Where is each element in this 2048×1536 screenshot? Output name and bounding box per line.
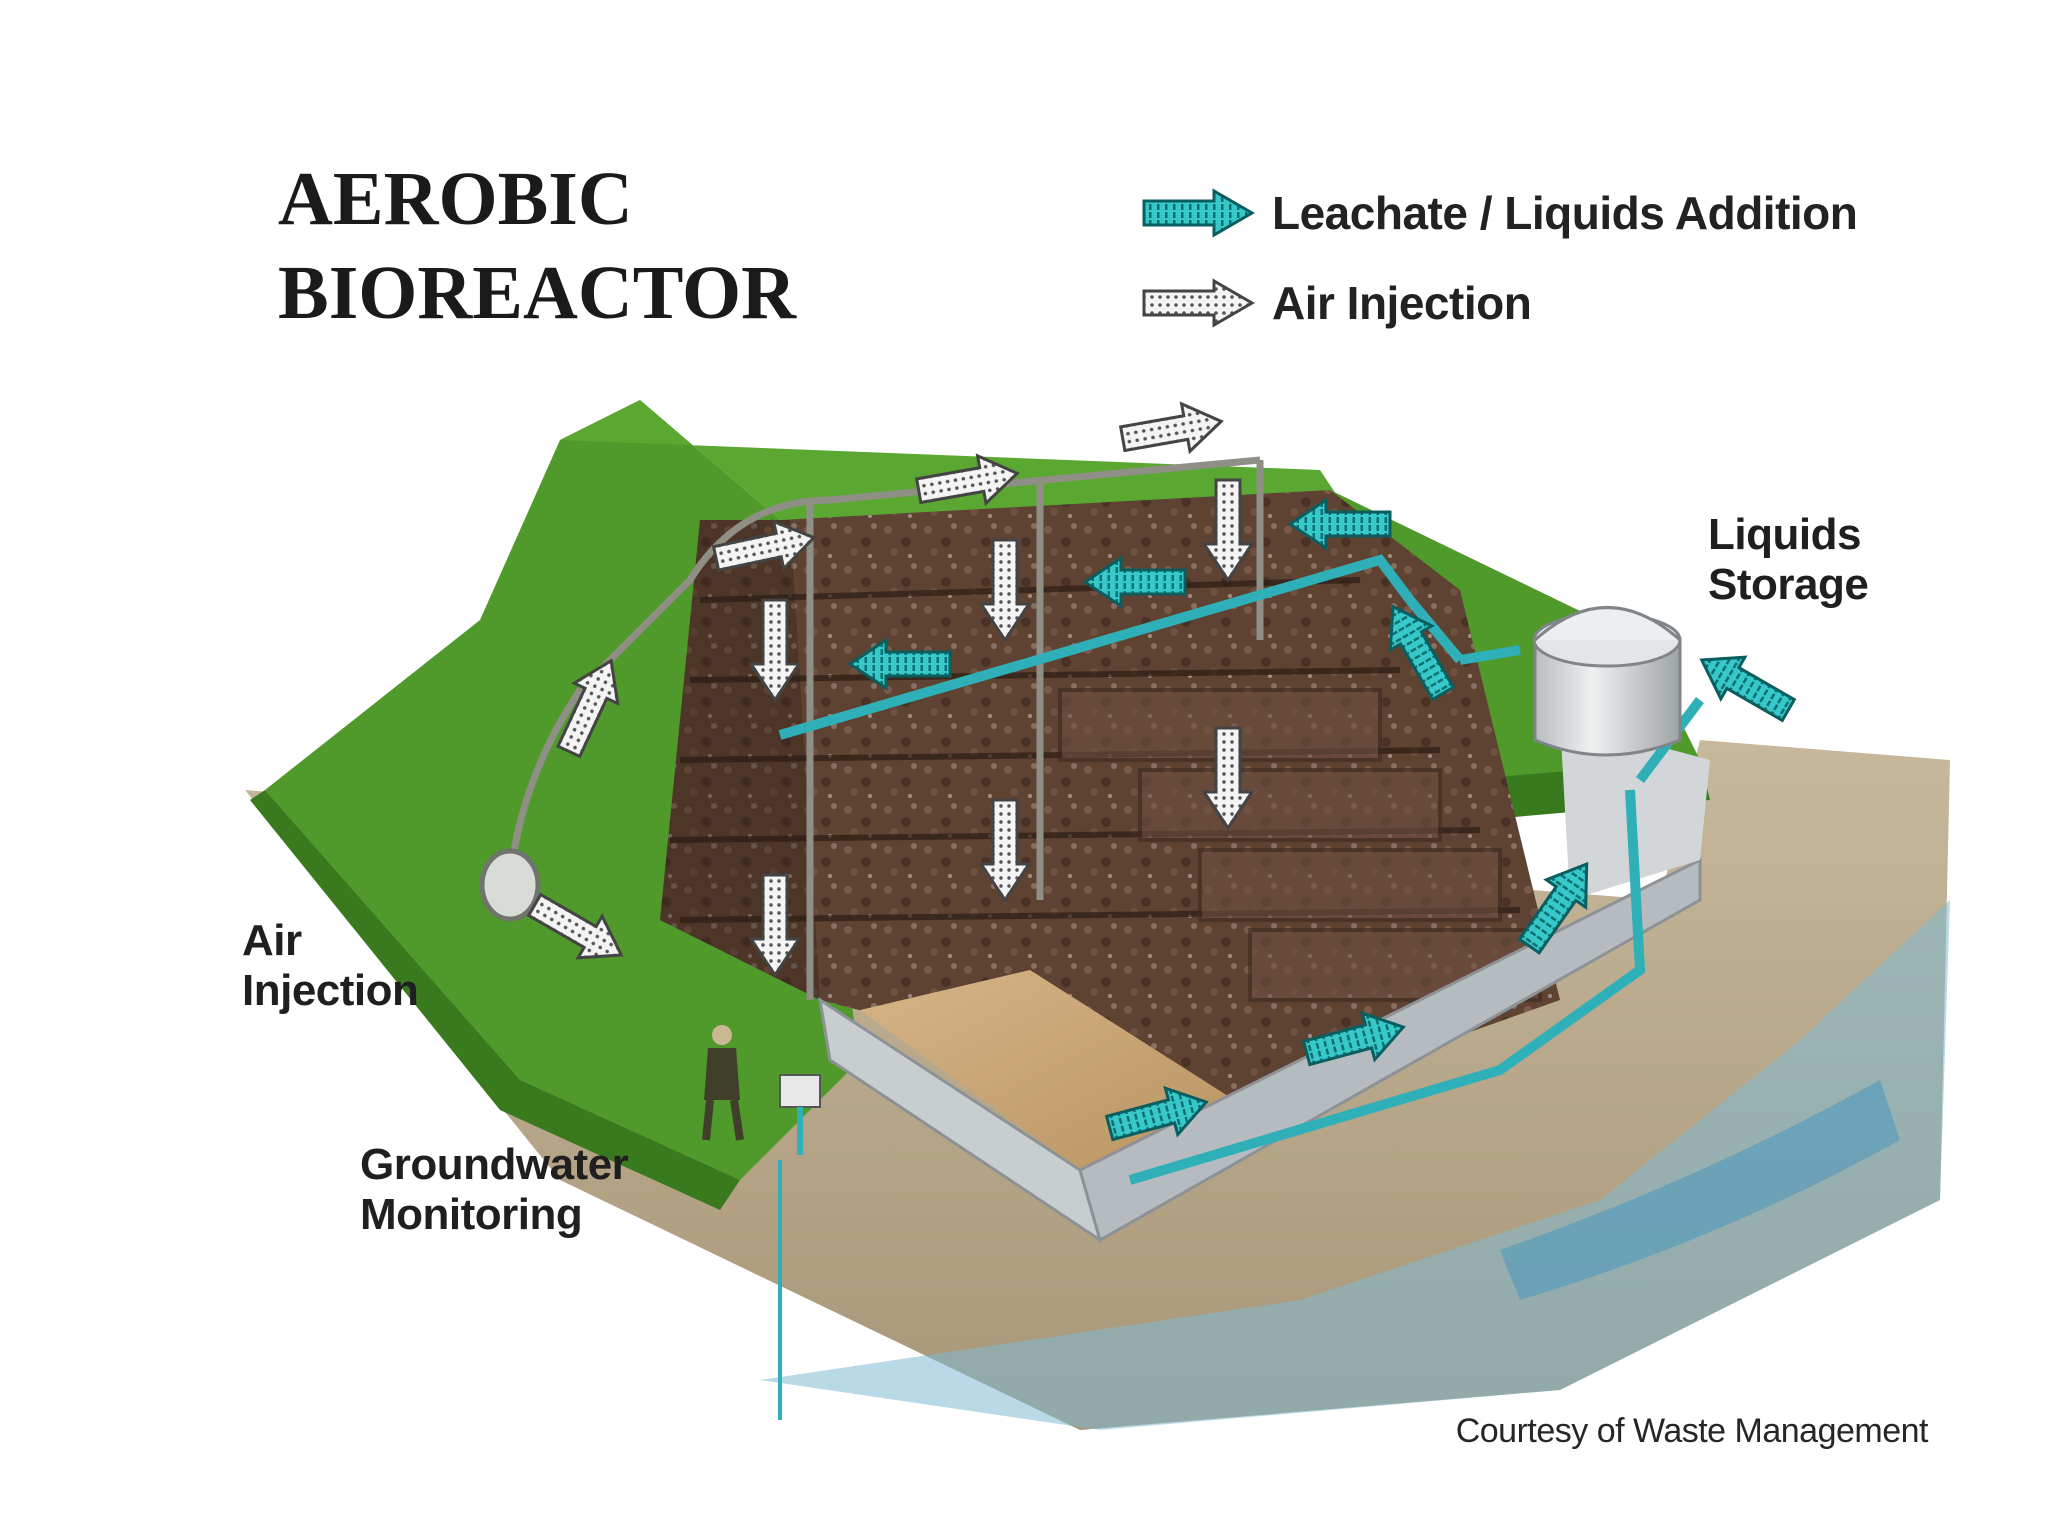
title-line-2: BIOREACTOR xyxy=(278,251,797,335)
air-injection-line-2: Injection xyxy=(242,966,419,1015)
leachate-flow-arrow xyxy=(1388,604,1456,702)
credit-text: Courtesy of Waste Management xyxy=(1455,1412,1929,1450)
liquids-storage-line-2: Storage xyxy=(1708,560,1869,609)
liquids-storage-label: Liquids Storage xyxy=(1708,510,1869,610)
air-flow-arrow xyxy=(1118,401,1224,455)
legend-air-label: Air Injection xyxy=(1272,277,1532,329)
groundwater-line-2: Monitoring xyxy=(360,1190,583,1239)
air-flow-arrow xyxy=(556,658,620,759)
leachate-flow-arrow xyxy=(1104,1085,1209,1142)
groundwater-monitor xyxy=(702,1025,821,1420)
air-flow-arrow xyxy=(1201,726,1255,831)
air-flow-arrow xyxy=(748,873,802,978)
legend-leachate: Leachate / Liquids Addition xyxy=(1140,186,1858,240)
legend-air: Air Injection xyxy=(1140,276,1532,330)
leachate-flow-arrow xyxy=(1517,861,1589,955)
air-flow-arrow xyxy=(1201,478,1255,583)
groundwater-monitoring-label: Groundwater Monitoring xyxy=(360,1140,629,1240)
title-line-1: AEROBIC xyxy=(278,157,633,241)
storage-tank xyxy=(1532,606,1682,757)
air-pipes xyxy=(506,456,1264,1000)
legend-leachate-label: Leachate / Liquids Addition xyxy=(1272,187,1858,239)
flow-arrows xyxy=(526,401,1797,1142)
leachate-flow-arrow xyxy=(1287,497,1392,551)
air-flow-arrow xyxy=(978,798,1032,903)
air-flow-arrow xyxy=(526,892,624,960)
air-injection-label: Air Injection xyxy=(242,916,419,1016)
blower-icon xyxy=(479,848,541,922)
page-title: AEROBIC BIOREACTOR xyxy=(278,152,796,340)
liquids-storage-line-1: Liquids xyxy=(1708,510,1861,559)
groundwater-line-1: Groundwater xyxy=(360,1140,629,1189)
leachate-flow-arrow xyxy=(847,637,952,691)
air-flow-arrow xyxy=(914,453,1020,507)
leachate-flow-arrow xyxy=(1699,655,1797,723)
leachate-flow-arrow xyxy=(1301,1010,1406,1067)
air-flow-arrow xyxy=(748,598,802,703)
air-flow-arrow xyxy=(978,538,1032,643)
white-arrow-icon xyxy=(1142,278,1255,328)
leachate-flow-arrow xyxy=(1082,555,1187,609)
teal-arrow-icon xyxy=(1142,188,1255,238)
air-injection-line-1: Air xyxy=(242,916,302,965)
air-flow-arrow xyxy=(711,519,817,572)
